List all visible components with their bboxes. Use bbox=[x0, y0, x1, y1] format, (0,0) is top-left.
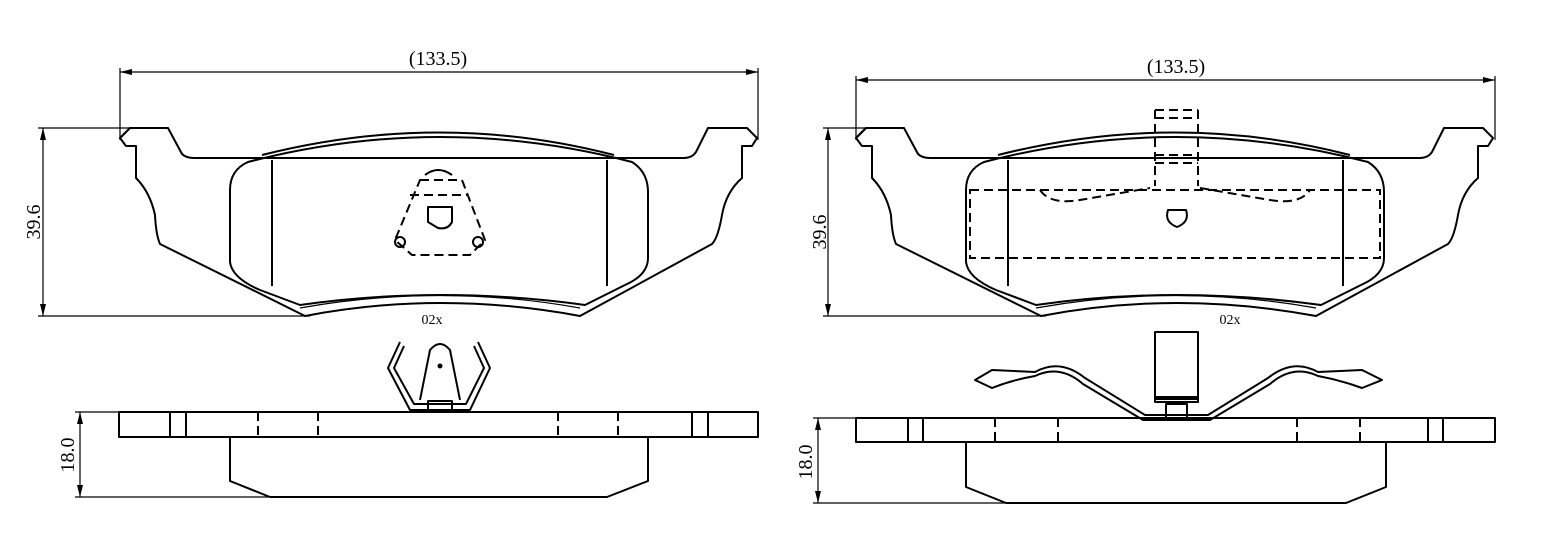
quantity-label: 02x bbox=[422, 313, 443, 328]
quantity-label: 02x bbox=[1220, 313, 1241, 328]
left-pad-side-view: 18.0 bbox=[57, 341, 759, 498]
right-pad-front-view: (133.5) 39.6 02x bbox=[809, 56, 1496, 328]
left-pad-front-view: (133.5) 39.6 02x bbox=[23, 48, 759, 328]
right-pad-side-view: 18.0 bbox=[795, 331, 1496, 504]
thickness-dimension-label: 18.0 bbox=[57, 438, 79, 473]
wear-tab bbox=[1154, 331, 1199, 403]
thickness-dimension-label: 18.0 bbox=[795, 445, 817, 480]
clip-hidden-outline bbox=[969, 109, 1381, 259]
wear-sensor-outline bbox=[393, 169, 487, 256]
spring-clip bbox=[387, 341, 491, 411]
height-dimension-label: 39.6 bbox=[23, 205, 45, 240]
width-dimension-label: (133.5) bbox=[1147, 56, 1205, 78]
spring-clip bbox=[974, 365, 1383, 421]
height-dimension-label: 39.6 bbox=[809, 215, 831, 250]
width-dimension-label: (133.5) bbox=[409, 48, 467, 70]
